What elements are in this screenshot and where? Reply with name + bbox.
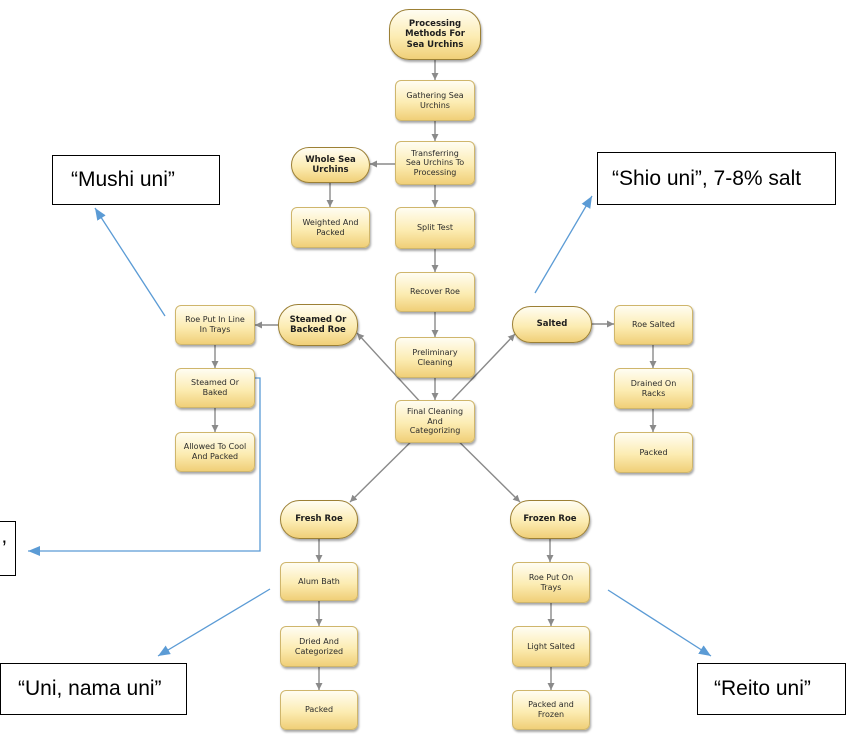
node-light-salted: Light Salted: [512, 626, 590, 667]
node-steamed-or-backed-roe: Steamed Or Backed Roe: [278, 304, 358, 346]
node-fresh-roe: Fresh Roe: [280, 500, 358, 539]
node-allowed-to-cool: Allowed To Cool And Packed: [175, 432, 255, 472]
node-roe-put-on-trays: Roe Put On Trays: [512, 562, 590, 603]
node-preliminary-cleaning: Preliminary Cleaning: [395, 337, 475, 378]
callout-shio-uni: “Shio uni”, 7-8% salt: [597, 152, 836, 205]
node-split-test: Split Test: [395, 207, 475, 249]
callout-arrow-steamed: [28, 377, 261, 556]
callout-reito-uni: “Reito uni”: [697, 663, 846, 715]
node-drained-on-racks: Drained On Racks: [614, 368, 693, 409]
callout-mushi-uni: “Mushi uni”: [52, 155, 220, 205]
node-recover-roe: Recover Roe: [395, 272, 475, 312]
node-roe-put-in-line: Roe Put In Line In Trays: [175, 305, 255, 345]
node-final-cleaning: Final Cleaning And Categorizing: [395, 400, 475, 443]
node-whole-sea-urchins: Whole Sea Urchins: [291, 147, 370, 183]
node-steamed-or-baked: Steamed Or Baked: [175, 368, 255, 408]
callout-arrow-nama: [157, 588, 271, 657]
callout-arrow-reito: [607, 589, 712, 657]
node-weighted-and-packed: Weighted And Packed: [291, 207, 370, 248]
node-gathering-sea-urchins: Gathering Sea Urchins: [395, 80, 475, 121]
callout-arrow-shio: [534, 195, 593, 294]
node-packed-and-frozen: Packed and Frozen: [512, 690, 590, 730]
node-fresh-packed: Packed: [280, 690, 358, 730]
node-dried-and-categorized: Dried And Categorized: [280, 626, 358, 667]
node-salted: Salted: [512, 306, 592, 343]
node-alum-bath: Alum Bath: [280, 562, 358, 601]
node-roe-salted: Roe Salted: [614, 305, 693, 345]
node-salted-packed: Packed: [614, 432, 693, 473]
callout-arrow-mushi: [94, 207, 166, 317]
node-processing-methods: Processing Methods For Sea Urchins: [389, 9, 481, 60]
callout-nama-uni: “Uni, nama uni”: [0, 663, 187, 715]
node-frozen-roe: Frozen Roe: [510, 500, 590, 539]
node-transferring: Transferring Sea Urchins To Processing: [395, 141, 475, 185]
callout-partial: ’: [0, 521, 16, 576]
